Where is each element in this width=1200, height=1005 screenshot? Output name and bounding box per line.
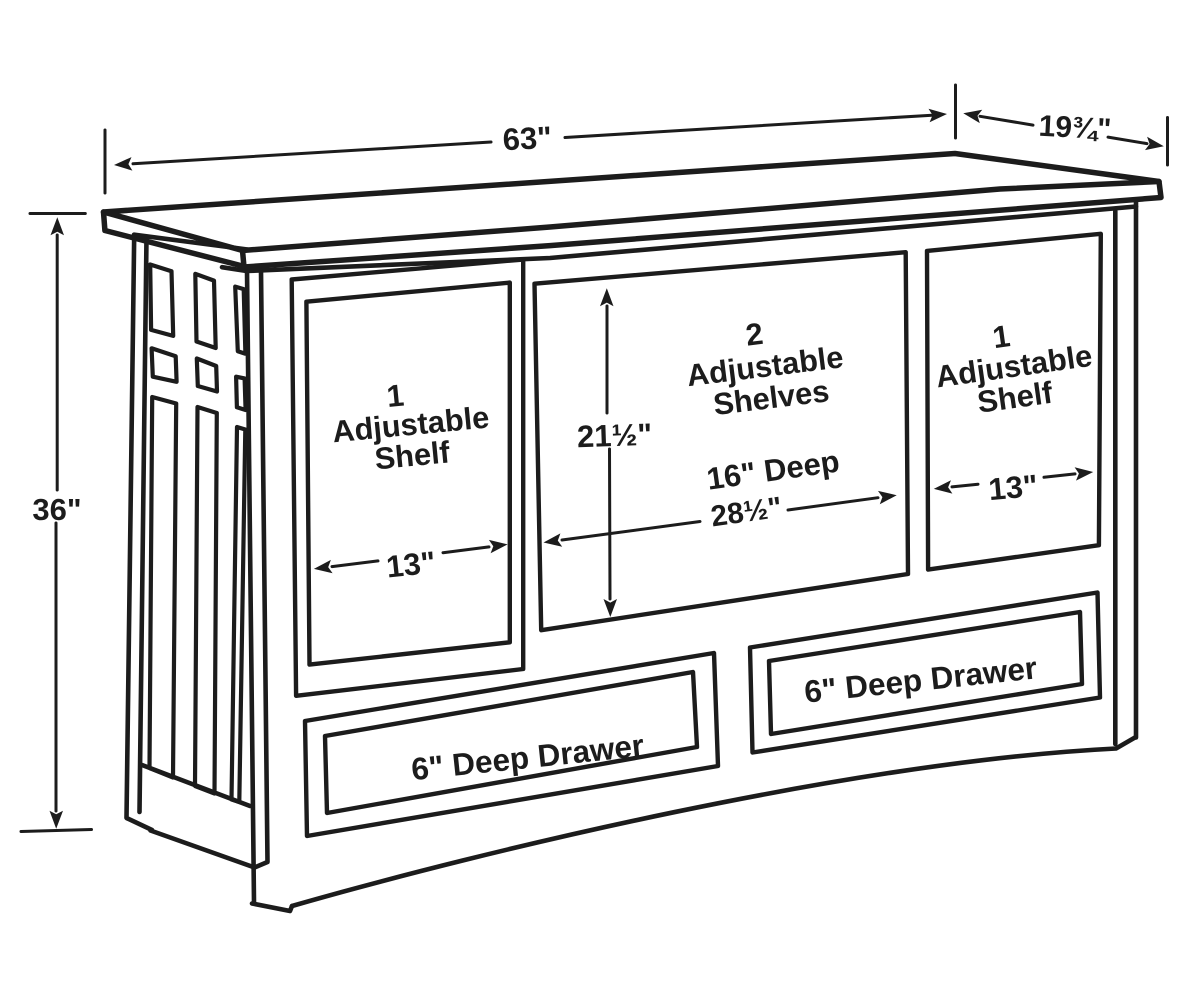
- svg-text:36": 36": [32, 492, 81, 527]
- svg-text:19¾": 19¾": [1038, 110, 1112, 147]
- svg-text:13": 13": [385, 545, 438, 585]
- svg-text:1: 1: [990, 318, 1012, 355]
- svg-text:63": 63": [502, 120, 553, 158]
- svg-text:2: 2: [744, 316, 765, 353]
- svg-text:1: 1: [385, 378, 405, 414]
- svg-text:21½": 21½": [576, 417, 652, 455]
- svg-text:Shelf: Shelf: [373, 434, 452, 476]
- svg-text:13": 13": [987, 468, 1039, 507]
